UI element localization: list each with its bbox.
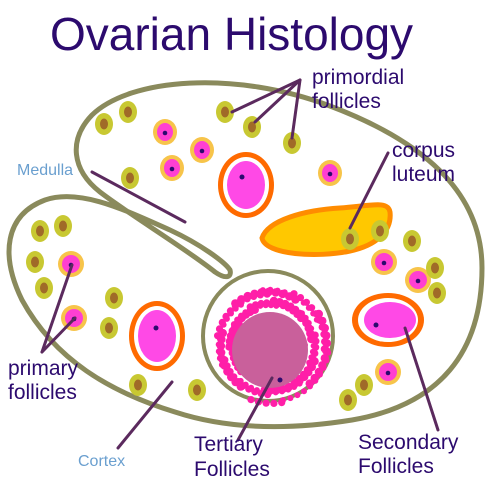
secondary-follicle-left [129,301,185,371]
label-tertiary-line1: Tertiary [194,433,263,456]
secondary-follicle-top [218,152,274,218]
primary-follicle [153,119,177,145]
primary-follicle [160,155,184,181]
primordial-follicle [119,101,137,123]
label-secondary-line1: Secondary [358,431,459,454]
primordial-follicle [95,113,113,135]
primary-follicle [190,137,214,163]
primordial-leader-3 [290,78,302,140]
primordial-follicle [105,287,123,309]
primordial-follicle [188,379,206,401]
primordial-follicle [216,101,234,123]
primary-follicle [371,249,397,275]
primordial-leader-1 [230,78,302,114]
diagram-title: Ovarian Histology [50,8,413,60]
primary-follicle [405,267,431,293]
tertiary-leader [236,376,274,442]
primordial-follicle [100,317,118,339]
primary-follicle [318,160,342,186]
primary-follicle [375,359,401,385]
primordial-follicle [35,277,53,299]
primordial-follicle [428,282,446,304]
primordial-follicle [355,374,373,396]
primordial-follicle [283,132,301,154]
primordial-follicle [129,374,147,396]
primordial-follicle [371,220,389,242]
primordial-follicle [31,220,49,242]
primordial-follicle [341,228,359,250]
primordial-follicle [26,251,44,273]
medulla-leader [90,170,187,224]
cortex-leader [116,380,174,450]
primordial-follicle [121,167,139,189]
tertiary-follicle [201,269,335,407]
label-secondary-line2: Follicles [358,455,434,478]
label-primary-line2: follicles [8,381,77,404]
label-tertiary-line2: Follicles [194,458,270,481]
label-primordial-line2: follicles [312,90,381,113]
primary-leader-2 [40,316,77,354]
primordial-follicle [54,215,72,237]
label-corpus-line1: corpus [392,139,455,162]
primordial-follicle [339,389,357,411]
primordial-leader-2 [253,78,302,124]
label-corpus-line2: luteum [392,163,455,186]
label-cortex: Cortex [78,453,125,470]
secondary-leader [403,326,440,432]
primordial-follicle [403,230,421,252]
primordial-follicle [426,257,444,279]
label-primary-line1: primary [8,357,79,380]
corpus-leader [348,151,390,230]
primary-leader-1 [40,263,74,354]
label-primordial-line1: primordial [312,66,404,89]
secondary-follicle-right [352,293,424,347]
label-medulla: Medulla [17,162,73,179]
